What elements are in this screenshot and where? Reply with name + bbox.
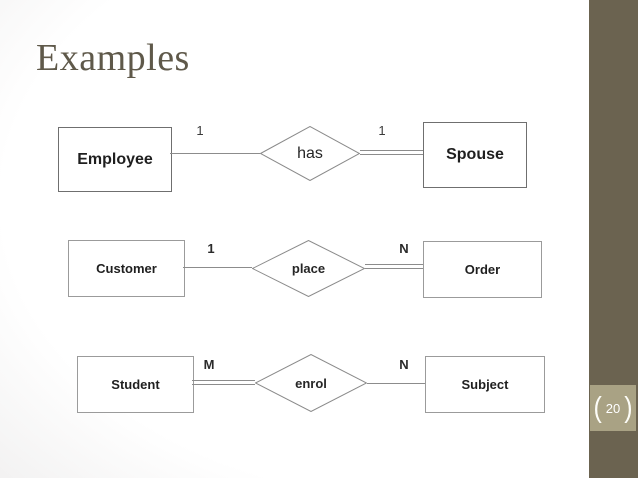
slide-title: Examples (36, 37, 190, 79)
entity-order-label: Order (464, 262, 501, 277)
relationship-has-diamond: has (260, 126, 360, 181)
relationship-has-label: has (297, 144, 323, 162)
diamond-shape-icon (255, 354, 367, 412)
badge-open-bracket-icon: ( (593, 391, 602, 424)
connector-customer-place (183, 267, 252, 268)
cardinality-employee: 1 (196, 123, 204, 138)
badge-close-bracket-icon: ) (624, 391, 633, 424)
entity-student: Student (77, 356, 194, 413)
entity-student-label: Student (111, 377, 160, 392)
entity-employee-label: Employee (77, 150, 153, 168)
page-number-badge: ( 20 ) (590, 385, 636, 431)
cardinality-order: N (399, 241, 409, 256)
cardinality-customer: 1 (207, 241, 215, 256)
entity-subject-label: Subject (461, 377, 509, 392)
connector-enrol-subject (367, 383, 425, 384)
entity-customer-label: Customer (96, 261, 157, 276)
connector-employee-has (170, 153, 260, 154)
entity-employee: Employee (58, 127, 172, 192)
connector-student-enrol-double (192, 380, 255, 385)
connector-has-spouse-double (360, 150, 423, 155)
diamond-shape-icon (260, 126, 360, 181)
page-number: 20 (605, 400, 621, 416)
accent-sidebar: ( 20 ) (589, 0, 638, 478)
diamond-shape-icon (252, 240, 365, 297)
entity-order: Order (423, 241, 542, 298)
entity-subject: Subject (425, 356, 545, 413)
cardinality-student: M (203, 357, 215, 372)
connector-place-order-double (365, 264, 423, 269)
cardinality-spouse: 1 (378, 123, 386, 138)
relationship-enrol-label: enrol (295, 375, 327, 391)
cardinality-subject: N (399, 357, 409, 372)
entity-spouse: Spouse (423, 122, 527, 188)
relationship-enrol-diamond: enrol (255, 354, 367, 412)
entity-customer: Customer (68, 240, 185, 297)
entity-spouse-label: Spouse (446, 146, 504, 163)
relationship-place-diamond: place (252, 240, 365, 297)
relationship-place-label: place (291, 261, 326, 276)
